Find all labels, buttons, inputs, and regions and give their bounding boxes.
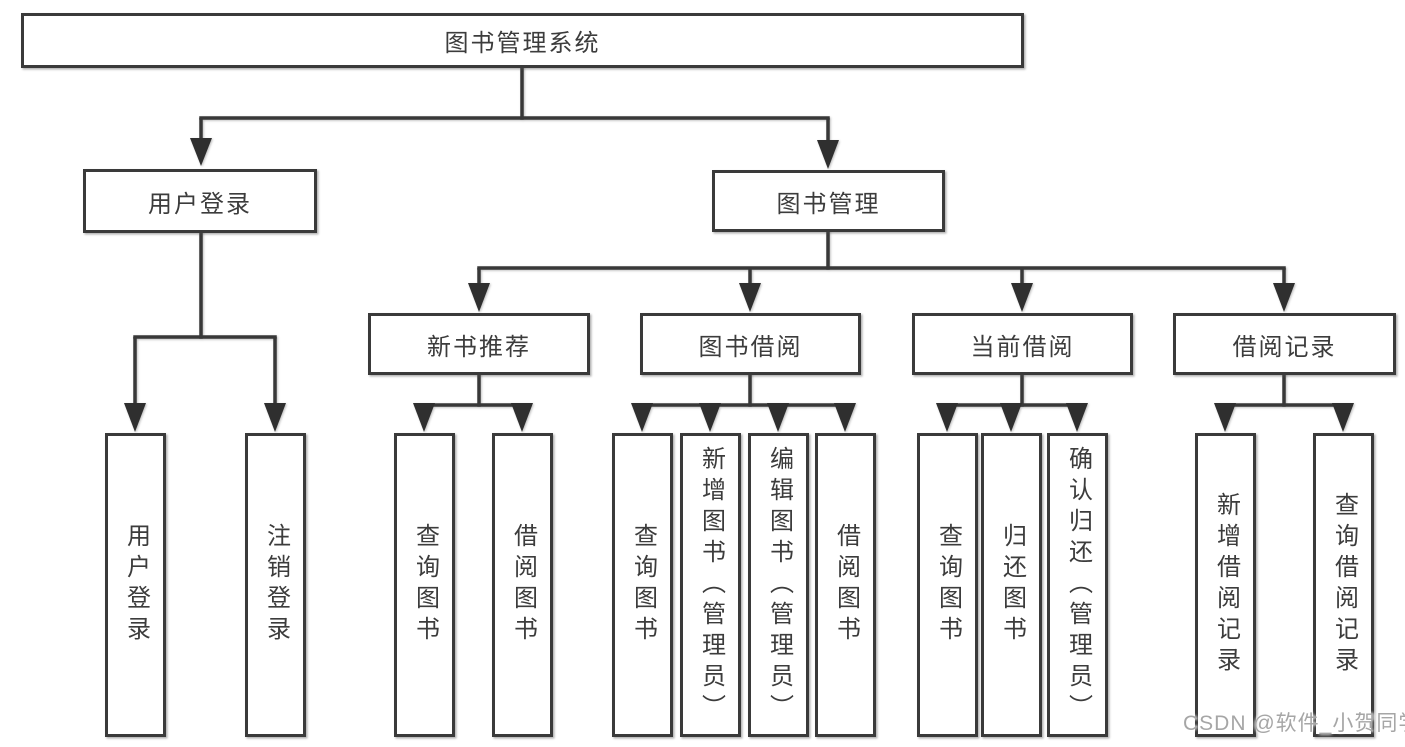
node-book-borrowing: 图书借阅 [640, 313, 861, 375]
leaf-borrowing-query-books: 查询图书 [612, 433, 673, 737]
leaf-current-query-books: 查询图书 [917, 433, 978, 737]
node-label: 确认归还（管理员） [1064, 445, 1092, 725]
leaf-borrowing-edit-books-admin: 编辑图书（管理员） [748, 433, 809, 737]
leaf-records-add-record: 新增借阅记录 [1195, 433, 1256, 737]
node-label: 图书管理系统 [444, 30, 601, 57]
leaf-newbooks-query-books: 查询图书 [394, 433, 455, 737]
leaf-borrowing-borrow-books: 借阅图书 [815, 433, 876, 737]
node-label: 归还图书 [998, 523, 1026, 647]
node-label: 新增图书（管理员） [697, 445, 725, 725]
node-label: 查询图书 [934, 523, 962, 647]
arrowheads [124, 138, 1354, 432]
node-new-book-recommend: 新书推荐 [368, 313, 590, 375]
leaf-current-confirm-return-admin: 确认归还（管理员） [1047, 433, 1108, 737]
node-label: 图书借阅 [698, 333, 803, 361]
node-label: 查询图书 [629, 523, 657, 647]
leaf-records-query-record: 查询借阅记录 [1313, 433, 1374, 737]
node-label: 编辑图书（管理员） [765, 445, 793, 725]
node-label: 借阅记录 [1232, 333, 1337, 361]
node-label: 新增借阅记录 [1212, 492, 1240, 678]
node-label: 查询图书 [411, 523, 439, 647]
node-book-management: 图书管理 [712, 170, 945, 232]
leaf-current-return-books: 归还图书 [981, 433, 1042, 737]
csdn-watermark: CSDN @软件_小贺同学 [1183, 712, 1405, 735]
leaf-borrowing-add-books-admin: 新增图书（管理员） [680, 433, 741, 737]
node-label: 用户登录 [122, 523, 150, 647]
leaf-newbooks-borrow-books: 借阅图书 [492, 433, 553, 737]
node-root-system: 图书管理系统 [21, 13, 1024, 68]
node-label: 用户登录 [148, 190, 252, 218]
leaf-user-login: 用户登录 [105, 433, 166, 737]
node-label: 新书推荐 [427, 333, 531, 361]
node-borrow-records: 借阅记录 [1173, 313, 1396, 375]
node-label: 借阅图书 [509, 523, 537, 647]
node-label: 借阅图书 [832, 523, 860, 647]
node-label: 查询借阅记录 [1330, 492, 1358, 678]
node-label: 注销登录 [262, 523, 290, 647]
node-label: 图书管理 [776, 190, 881, 218]
leaf-logout-login: 注销登录 [245, 433, 306, 737]
node-label: 当前借阅 [970, 333, 1075, 361]
node-current-borrowing: 当前借阅 [912, 313, 1133, 375]
node-user-login: 用户登录 [83, 169, 317, 233]
